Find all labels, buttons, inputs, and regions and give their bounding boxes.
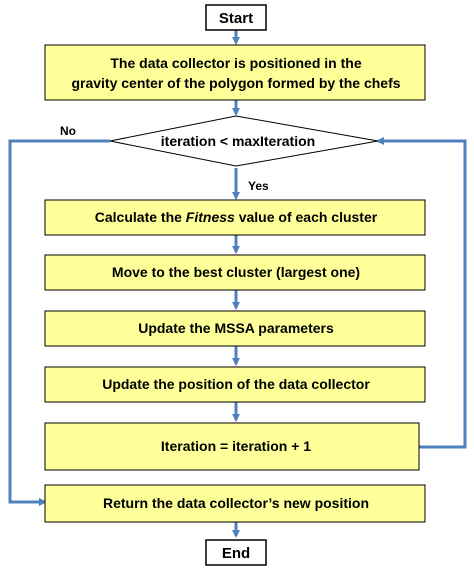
increment-box: [44, 422, 420, 471]
fitness-step-box: [44, 199, 426, 236]
decision-diamond: [109, 115, 379, 167]
yes-label: Yes: [248, 179, 269, 193]
move-step-box: [44, 254, 426, 291]
end-label: End: [222, 545, 250, 562]
no-branch-arrow: [8, 139, 110, 506]
fitness-step-pre: Calculate the: [95, 209, 186, 225]
update-position-label: Update the position of the data collecto…: [102, 376, 370, 392]
init-step-box: [44, 44, 426, 101]
update-params-box: [44, 310, 426, 347]
fitness-step-italic: Fitness: [186, 209, 235, 225]
end-terminal: [205, 539, 267, 566]
fitness-step-post: value of each cluster: [235, 209, 378, 225]
update-position-box: [44, 366, 426, 403]
loop-back-arrow: [376, 137, 467, 449]
init-step-line1: The data collector is positioned in the: [110, 55, 361, 71]
increment-label: Iteration = iteration + 1: [161, 438, 311, 454]
decision-label: iteration < maxIteration: [161, 133, 315, 149]
start-terminal: [205, 4, 267, 31]
init-step-line2: gravity center of the polygon formed by …: [71, 75, 400, 91]
return-label: Return the data collector’s new position: [103, 495, 369, 511]
return-box: [44, 484, 426, 523]
update-params-label: Update the MSSA parameters: [138, 320, 334, 336]
fitness-step-label: Calculate the Fitness value of each clus…: [95, 209, 378, 225]
move-step-label: Move to the best cluster (largest one): [112, 264, 360, 280]
start-label: Start: [219, 10, 253, 27]
no-label: No: [60, 124, 76, 138]
